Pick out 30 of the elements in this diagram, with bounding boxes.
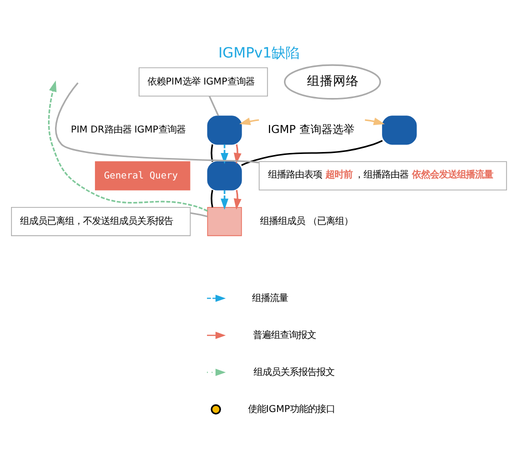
node-box: General Query: [94, 161, 190, 190]
connector: [55, 82, 259, 164]
connector: [210, 144, 214, 162]
connector: [241, 140, 383, 166]
node-box: [207, 206, 242, 236]
arrow: [234, 190, 242, 210]
node-box: [207, 116, 242, 145]
legend-label: 组成员关系报告报文: [253, 366, 334, 378]
node-box: 组成员已离组，不发送组成员关系报告: [11, 206, 191, 236]
node-ellipse: 组播网络: [284, 64, 381, 100]
arrow: [220, 144, 228, 164]
legend-label: 使能IGMP功能的接口: [248, 404, 335, 415]
node-text: IGMP 查询器选举: [268, 123, 354, 136]
node-box: 依赖PIM选举 IGMP查询器: [138, 67, 268, 96]
diagram-title: IGMPv1缺陷: [218, 46, 300, 62]
arrow: [220, 190, 228, 210]
arrow: [239, 118, 260, 126]
connector: [210, 190, 214, 208]
connector: [190, 212, 208, 218]
arrow: [364, 118, 385, 126]
node-label: 组播组成员 （已离组）: [260, 216, 353, 227]
arrow: [48, 80, 208, 212]
connector: [208, 96, 220, 116]
node-box: [207, 161, 242, 190]
legend-label: 组播流量: [252, 292, 288, 304]
arrow: [234, 144, 242, 164]
node-box: 组播路由表项超时前，组播路由器依然会发送组播流量: [258, 161, 507, 190]
node-label: PIM DR路由器 IGMP查询器: [70, 124, 186, 136]
legend-label: 普遍组查询报文: [252, 330, 316, 341]
node-box: [382, 116, 417, 145]
